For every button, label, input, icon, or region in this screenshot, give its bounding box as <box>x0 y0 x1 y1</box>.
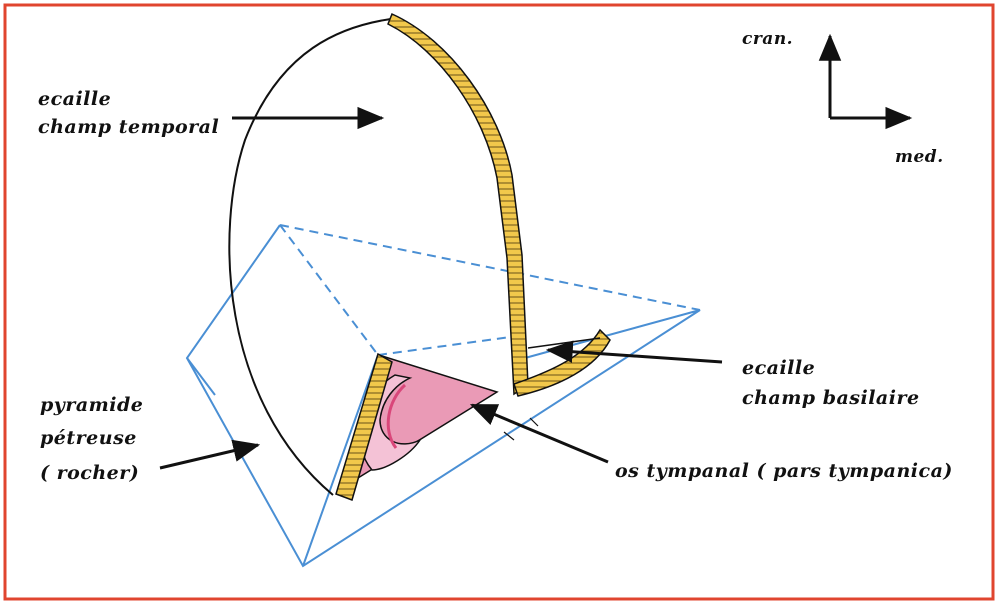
figure-frame <box>3 3 995 601</box>
label-os-tympanal: os tympanal ( pars tympanica) <box>615 460 953 482</box>
pyramide-tick-marks <box>503 417 539 441</box>
ecaille-rim-band <box>387 12 529 396</box>
pyramide-hidden-edges <box>279 224 701 356</box>
label-ecaille-basilaire-1: ecaille <box>742 357 816 379</box>
label-orient-med: med. <box>895 147 944 167</box>
label-pyramide-2: pétreuse <box>40 427 137 449</box>
os-tympanal-ring-inner <box>386 383 407 449</box>
pyramide-petreuse-shape <box>185 224 701 568</box>
os-tympanal-band <box>335 352 393 501</box>
orientation-compass <box>818 33 913 130</box>
label-pyramide-3: ( rocher) <box>40 462 140 484</box>
label-ecaille-basilaire-2: champ basilaire <box>742 387 920 409</box>
label-ecaille-temporal-1: ecaille <box>38 88 112 110</box>
arrow-pyramide <box>159 439 261 470</box>
ecaille-champ-temporal-shape <box>228 17 399 496</box>
pointer-arrows <box>159 106 723 470</box>
label-pyramide-1: pyramide <box>40 394 144 416</box>
label-orient-cran: cran. <box>742 29 794 49</box>
label-ecaille-temporal-2: champ temporal <box>38 116 220 138</box>
arrow-os-tympanal <box>469 403 609 464</box>
arrow-ecaille-basilaire <box>545 340 723 364</box>
ecaille-champ-basilaire-shape <box>513 328 611 397</box>
